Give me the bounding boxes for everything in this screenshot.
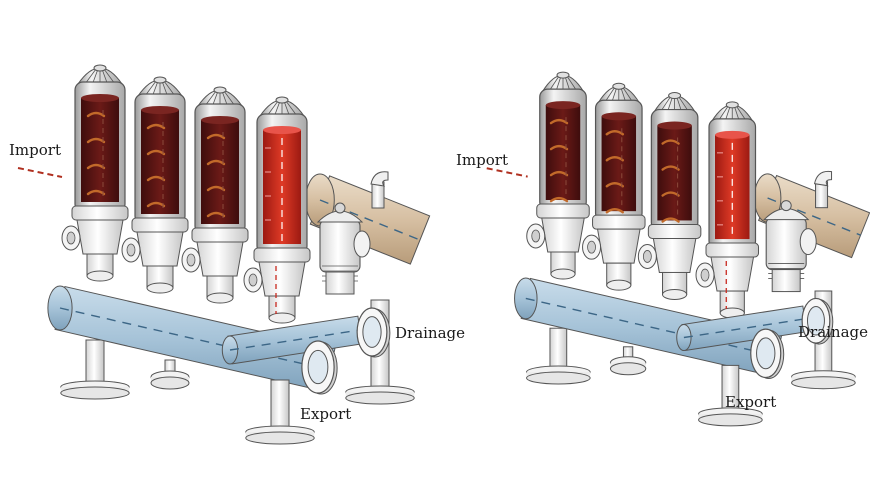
right-filter-assembly (486, 71, 870, 427)
support-leg (245, 379, 315, 445)
flange (356, 307, 391, 358)
export-label-right: Export (725, 393, 777, 411)
support-leg (60, 339, 130, 400)
flange (750, 328, 785, 379)
filter-unit-backflushing (695, 101, 760, 319)
backflush-valve (316, 202, 371, 295)
drainage-label-left: Drainage (395, 324, 466, 342)
flange (301, 340, 338, 395)
export-manifold (47, 285, 336, 393)
filter-unit (526, 71, 590, 280)
import-label-left: Import (9, 141, 61, 159)
drain-pipe (221, 315, 363, 365)
filter-unit (121, 76, 189, 294)
air-release-valve (370, 171, 389, 209)
support-leg (150, 359, 190, 390)
flange (801, 297, 834, 345)
export-manifold (514, 277, 783, 377)
support-leg (609, 346, 647, 376)
filter-unit-backflushing (243, 96, 311, 324)
import-flow-arrow (17, 167, 63, 178)
export-label-left: Export (300, 405, 352, 423)
drainage-label-right: Drainage (798, 323, 869, 341)
support-leg (698, 364, 763, 427)
import-label-right: Import (456, 151, 508, 169)
filter-unit (637, 92, 702, 300)
support-leg (526, 327, 591, 385)
backflush-valve (762, 200, 817, 293)
filter-unit (582, 82, 646, 291)
filter-unit (61, 64, 129, 282)
left-filter-assembly (17, 64, 431, 445)
filter-unit (181, 86, 249, 304)
import-flow-arrow (486, 167, 528, 178)
air-release-valve (813, 170, 833, 209)
